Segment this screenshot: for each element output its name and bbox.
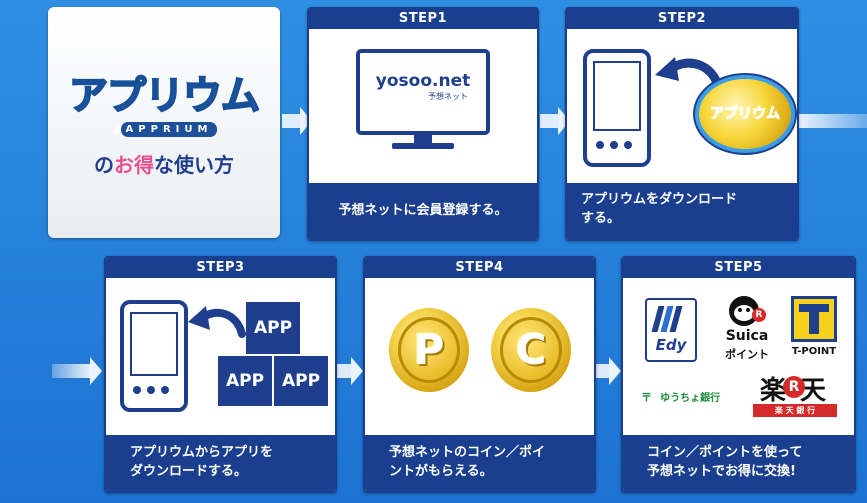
- point-coin-icon: P: [389, 308, 469, 392]
- step1-label: STEP1: [309, 9, 537, 29]
- coin-c-letter: C: [515, 325, 547, 374]
- step3-text-line2: ダウンロードする。: [130, 464, 248, 479]
- logo-sub-text: APPRIUM: [125, 124, 213, 135]
- step4-label: STEP4: [365, 258, 594, 278]
- rakuten-logo: 楽天 R 楽 天 銀 行: [749, 370, 841, 422]
- site-sub: 予想ネット: [428, 92, 468, 101]
- phone-icon: [120, 300, 188, 412]
- arrow-bar-3: [798, 114, 867, 128]
- step2-text: アプリウムをダウンロード する。: [567, 183, 797, 239]
- step3-text-line1: アプリウムからアプリを: [130, 445, 274, 460]
- tagline-part3: な使い方: [154, 153, 234, 177]
- step1-text: 予想ネットに会員登録する。: [309, 183, 537, 239]
- coin-p-letter: P: [413, 325, 445, 374]
- step5-text-line1: コイン／ポイントを使って: [647, 445, 803, 460]
- step4-text: 予想ネットのコイン／ポイ ントがもらえる。: [365, 435, 594, 491]
- arrow-right-icon: [90, 357, 102, 385]
- badge-text: アプリウム: [710, 106, 781, 123]
- step2-text-line2: する。: [581, 211, 621, 226]
- app-tile: APP: [218, 356, 272, 406]
- step2-card: STEP2 アプリウム アプリウムをダウンロード する。: [565, 7, 799, 241]
- site-name: yosoo.net: [375, 71, 471, 91]
- phone-icon: [583, 49, 651, 167]
- suica-text: Suica: [725, 328, 769, 344]
- yucho-text: ゆうちょ銀行: [660, 393, 721, 404]
- step5-text-line2: 予想ネットでお得に交換!: [647, 464, 796, 479]
- site-logo: yosoo.net 予想ネット: [364, 71, 482, 102]
- rakuten-r-icon: R: [783, 376, 805, 398]
- monitor-icon: yosoo.net 予想ネット: [356, 49, 490, 149]
- tpoint-logo: T-POINT: [789, 296, 839, 362]
- tagline-highlight: お得: [114, 153, 154, 177]
- logo-text: アプリウム: [68, 73, 261, 120]
- suica-logo: R Suica ポイント: [715, 296, 779, 364]
- arrow-bar-1: [282, 114, 302, 128]
- step3-text: アプリウムからアプリを ダウンロードする。: [106, 435, 335, 491]
- tagline: のお得な使い方: [48, 149, 280, 178]
- step5-label: STEP5: [623, 258, 854, 278]
- step4-card: STEP4 P C 予想ネットのコイン／ポイ ントがもらえる。: [363, 256, 596, 493]
- arrow-bar-6: [593, 364, 611, 378]
- curved-arrow-icon: [653, 53, 724, 103]
- coin-icon: C: [491, 308, 571, 392]
- step3-label: STEP3: [106, 258, 335, 278]
- arrow-right-icon: [351, 357, 363, 385]
- yucho-logo: 〒 ゆうちょ銀行: [641, 386, 741, 406]
- apprium-badge-icon: アプリウム: [699, 79, 791, 149]
- apprium-logo: アプリウム: [48, 65, 280, 121]
- tagline-part1: の: [94, 153, 114, 177]
- rakuten-sub: 楽 天 銀 行: [753, 404, 837, 417]
- intro-panel: アプリウム APPRIUM のお得な使い方: [48, 7, 280, 238]
- step4-text-line2: ントがもらえる。: [389, 464, 493, 479]
- arrow-bar-2: [540, 114, 560, 128]
- step5-card: STEP5 Edy R Suica ポイント T-POINT 〒 ゆうちょ銀行: [621, 256, 856, 493]
- step4-text-line1: 予想ネットのコイン／ポイ: [389, 445, 546, 460]
- penguin-icon: R: [729, 296, 766, 326]
- curved-arrow-icon: [186, 304, 246, 348]
- step5-text: コイン／ポイントを使って 予想ネットでお得に交換!: [623, 435, 854, 491]
- suica-sub: ポイント: [725, 348, 769, 361]
- logo-sub-badge: [121, 122, 217, 137]
- arrow-bar-5: [333, 364, 353, 378]
- tpoint-text: T-POINT: [791, 346, 837, 357]
- step2-label: STEP2: [567, 9, 797, 29]
- arrow-right-icon: [609, 357, 621, 385]
- arrow-bar-4: [52, 364, 90, 378]
- app-tile: APP: [246, 302, 300, 354]
- step2-text-line1: アプリウムをダウンロード: [581, 192, 738, 207]
- app-tile: APP: [274, 356, 328, 406]
- edy-logo: Edy: [645, 298, 697, 362]
- edy-text: Edy: [655, 336, 687, 354]
- yucho-mark-icon: 〒: [641, 391, 652, 404]
- step3-card: STEP3 APP APP APP アプリウムからアプリを ダウンロードする。: [104, 256, 337, 493]
- step1-card: STEP1 yosoo.net 予想ネット 予想ネットに会員登録する。: [307, 7, 539, 241]
